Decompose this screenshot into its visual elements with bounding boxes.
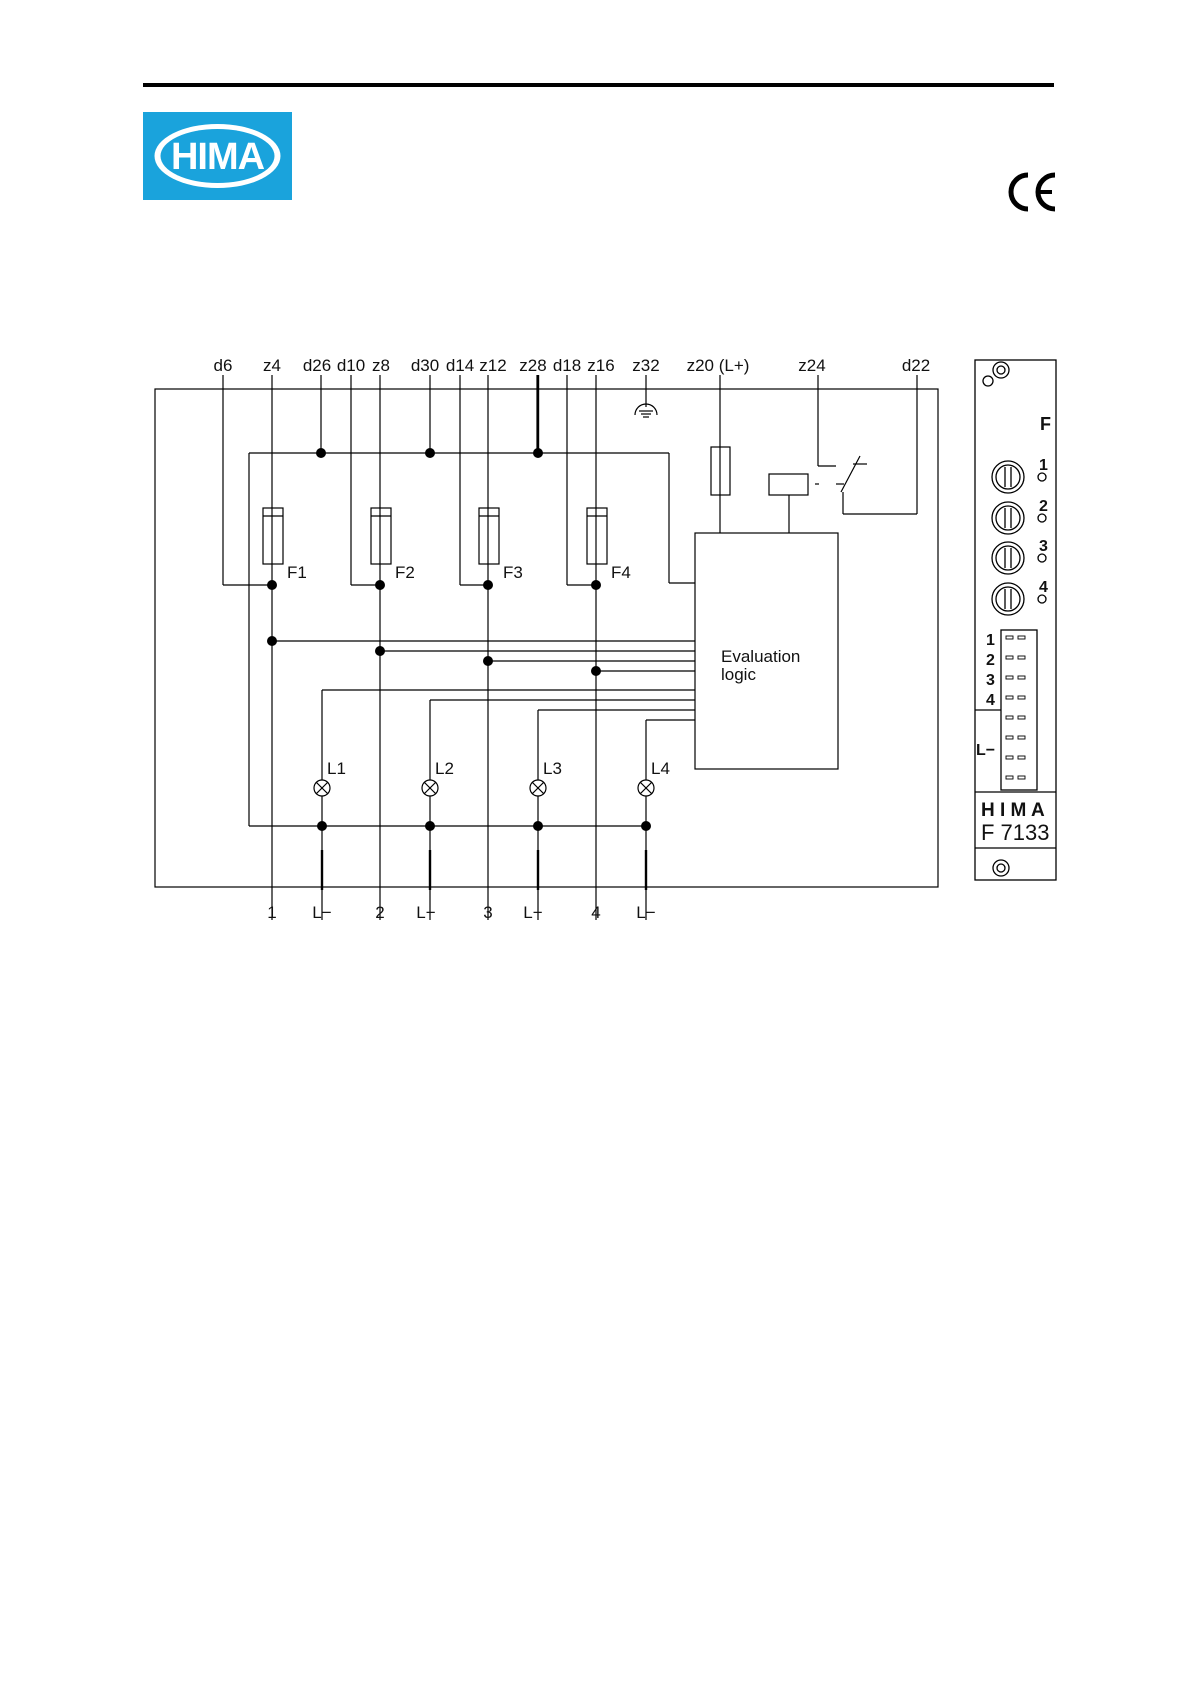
panel-fuse-number: 1 [986, 632, 995, 649]
bottom-terminal-label: 2 [375, 903, 384, 922]
fuse-label-f2: F2 [395, 563, 415, 582]
panel-fuse-number: 3 [986, 672, 995, 689]
panel-led-number: 3 [1039, 538, 1048, 555]
terminal-label: d10 [337, 356, 365, 375]
lamp-label-l3: L3 [543, 759, 562, 778]
terminal-label: z32 [632, 356, 659, 375]
bottom-terminal-label: L− [312, 903, 331, 922]
panel-header: F [1040, 414, 1051, 434]
terminal-label: d14 [446, 356, 474, 375]
terminal-label: d6 [214, 356, 233, 375]
terminal-label: z16 [587, 356, 614, 375]
lamp-label-l1: L1 [327, 759, 346, 778]
evaluation-logic-line-2: logic [721, 665, 756, 684]
terminal-label: z12 [479, 356, 506, 375]
bottom-terminal-labels: 1 L− 2 L− 3 L− 4 L− [267, 903, 655, 922]
bottom-terminal-label: 4 [591, 903, 600, 922]
front-panel: F 1 2 3 4 1 2 3 4 L− H I M A F 7133 [975, 360, 1056, 880]
bottom-terminal-label: 1 [267, 903, 276, 922]
terminal-label: d26 [303, 356, 331, 375]
terminal-label: z20 (L+) [687, 356, 750, 375]
bottom-terminal-label: L− [636, 903, 655, 922]
fuse-label-f4: F4 [611, 563, 631, 582]
panel-fuse-number: 2 [986, 652, 995, 669]
bottom-terminal-label: L− [523, 903, 542, 922]
fuse-label-f3: F3 [503, 563, 523, 582]
evaluation-logic-label: Evaluation logic [721, 647, 800, 684]
panel-led-number: 2 [1039, 498, 1048, 515]
terminal-label: d22 [902, 356, 930, 375]
terminal-label: z24 [798, 356, 825, 375]
terminal-label: z4 [263, 356, 281, 375]
lamp-labels: L1 L2 L3 L4 [327, 759, 670, 778]
fuse-labels: F1 F2 F3 F4 [287, 563, 631, 582]
panel-model: F 7133 [981, 820, 1050, 845]
terminal-label: d30 [411, 356, 439, 375]
lamp-label-l4: L4 [651, 759, 670, 778]
fuse-label-f1: F1 [287, 563, 307, 582]
terminal-label: z8 [372, 356, 390, 375]
panel-fuse-number: 4 [986, 692, 995, 709]
lamp-label-l2: L2 [435, 759, 454, 778]
evaluation-logic-line-1: Evaluation [721, 647, 800, 666]
top-terminal-labels: d6 z4 d26 d10 z8 d30 d14 z12 z28 d18 z16… [214, 356, 931, 375]
bottom-terminal-label: 3 [483, 903, 492, 922]
terminal-label: z28 [519, 356, 546, 375]
circuit-diagram: d6 z4 d26 d10 z8 d30 d14 z12 z28 d18 z16… [0, 0, 1190, 1000]
bottom-terminal-label: L− [416, 903, 435, 922]
terminal-label: d18 [553, 356, 581, 375]
panel-brand: H I M A [981, 800, 1045, 821]
panel-led-number: 1 [1039, 457, 1048, 474]
panel-l-minus: L− [976, 742, 995, 759]
panel-led-number: 4 [1039, 579, 1048, 596]
